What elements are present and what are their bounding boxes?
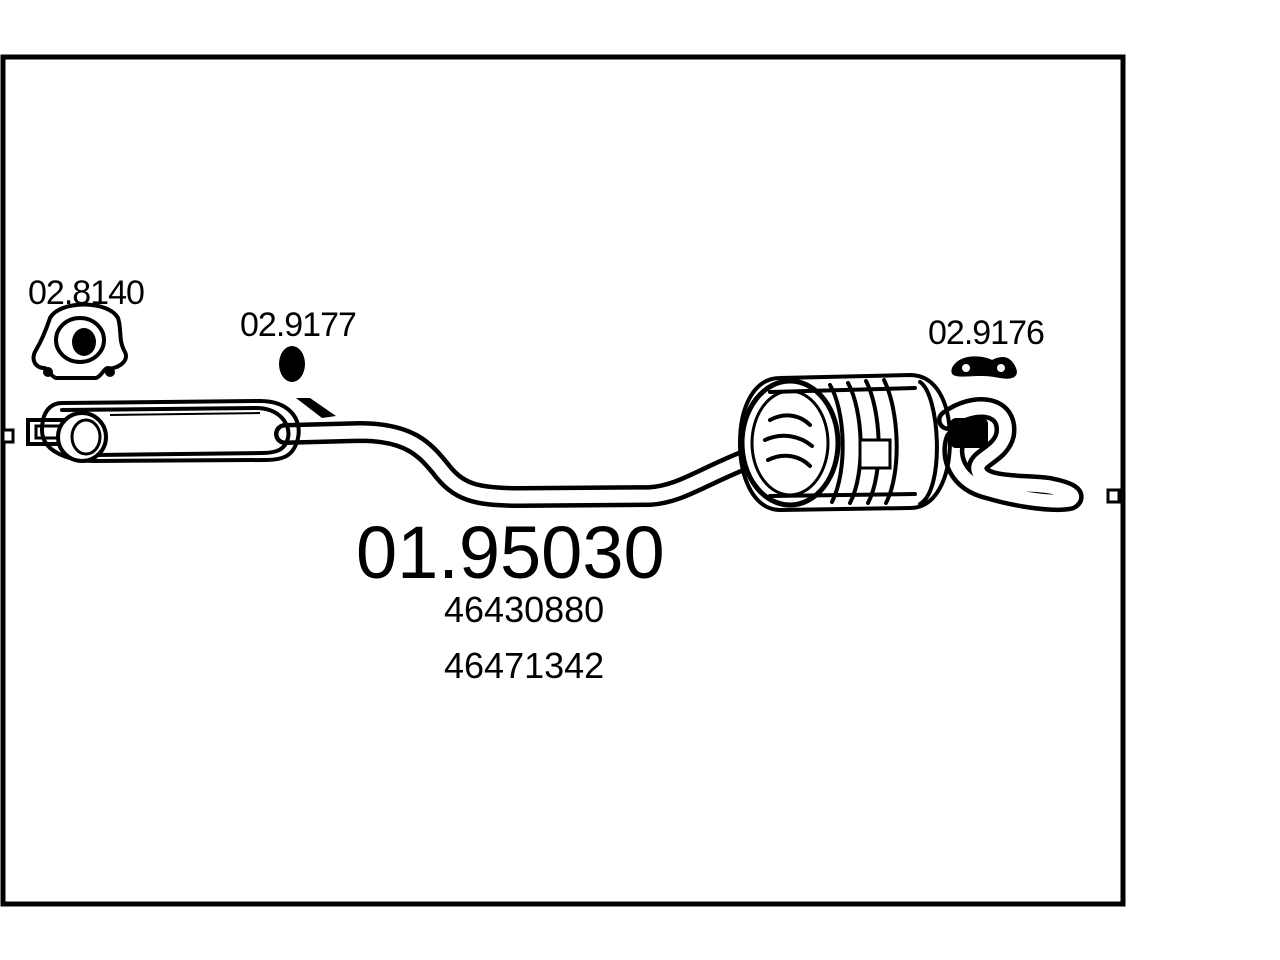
diagram-frame <box>0 54 1126 907</box>
rear-end-marker <box>1106 488 1121 504</box>
front-silencer <box>40 399 301 463</box>
oe-number-1: 46430880 <box>444 589 604 630</box>
rear-silencer-outlet <box>950 418 988 448</box>
bracket-02-9177 <box>279 346 336 418</box>
mounting-rubber-02-9176 <box>951 356 1017 379</box>
part-label-02-9176: 02.9176 <box>928 314 1044 352</box>
front-end-marker <box>1 428 15 444</box>
rear-silencer <box>738 373 952 512</box>
oe-number-2: 46471342 <box>444 645 604 686</box>
part-label-02-8140: 02.8140 <box>28 274 144 312</box>
exhaust-pipe <box>274 397 1084 513</box>
part-label-02-9177: 02.9177 <box>240 306 356 344</box>
mounting-rubber-02-8140 <box>31 302 128 380</box>
main-part-number: 01.95030 <box>356 511 665 594</box>
